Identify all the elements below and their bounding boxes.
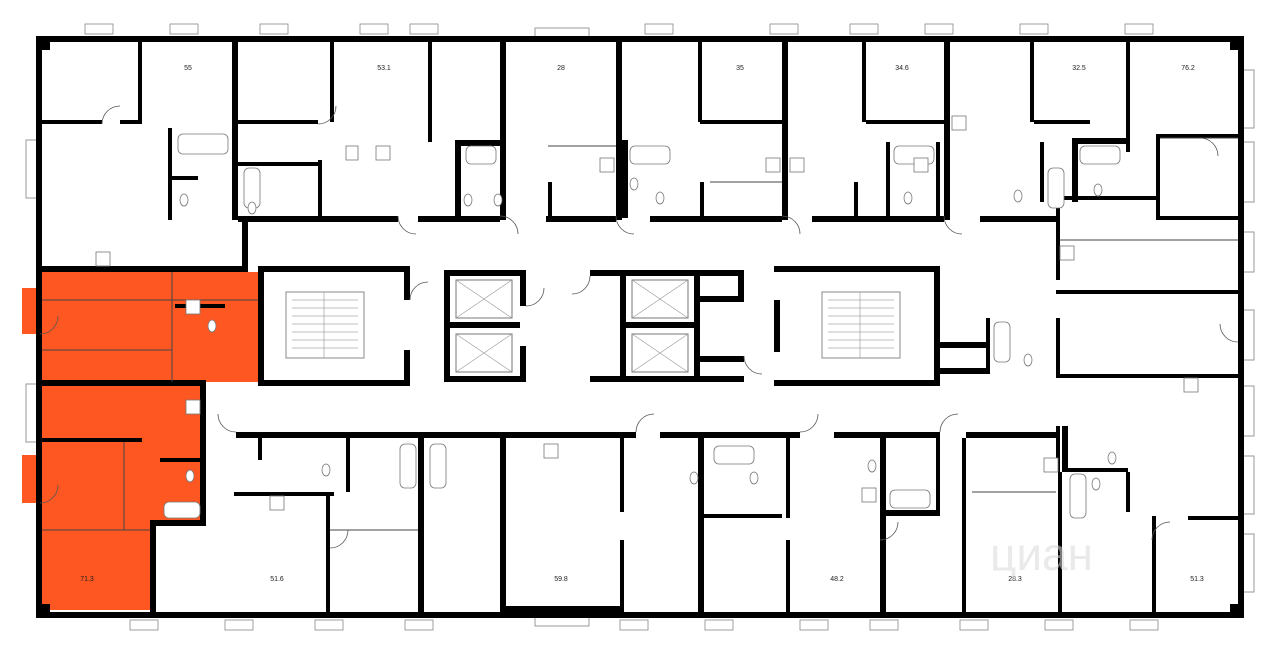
- watermark: циан: [990, 528, 1093, 580]
- area-label-76-2: 76.2: [1181, 65, 1195, 72]
- top-apartment-walls: [42, 42, 1238, 294]
- area-label-28-top: 28: [557, 65, 565, 72]
- area-label-28-3: 28.3: [1008, 576, 1022, 583]
- area-label-51-3: 51.3: [1190, 576, 1204, 583]
- area-label-32-5: 32.5: [1072, 65, 1086, 72]
- highlighted-apartment-71-3[interactable]: [22, 272, 258, 610]
- outer-walls: [36, 36, 1244, 618]
- area-label-51-6: 51.6: [270, 576, 284, 583]
- apartment-areas: 55 53.1 28 35 34.6 32.5 76.2 71.3 51.6 5…: [80, 65, 1204, 583]
- area-label-59-8: 59.8: [554, 576, 568, 583]
- area-label-34-6: 34.6: [895, 65, 909, 72]
- area-label-71-3: 71.3: [80, 576, 94, 583]
- area-label-35: 35: [736, 65, 744, 72]
- area-label-48-2: 48.2: [830, 576, 844, 583]
- building-core: [258, 266, 1060, 386]
- doors: [39, 105, 1239, 549]
- radiators: [84, 23, 1159, 631]
- stoves: [95, 115, 1199, 511]
- area-label-55: 55: [184, 65, 192, 72]
- partitions: [42, 137, 1238, 531]
- fixtures: [163, 133, 1121, 519]
- area-label-53-1: 53.1: [377, 65, 391, 72]
